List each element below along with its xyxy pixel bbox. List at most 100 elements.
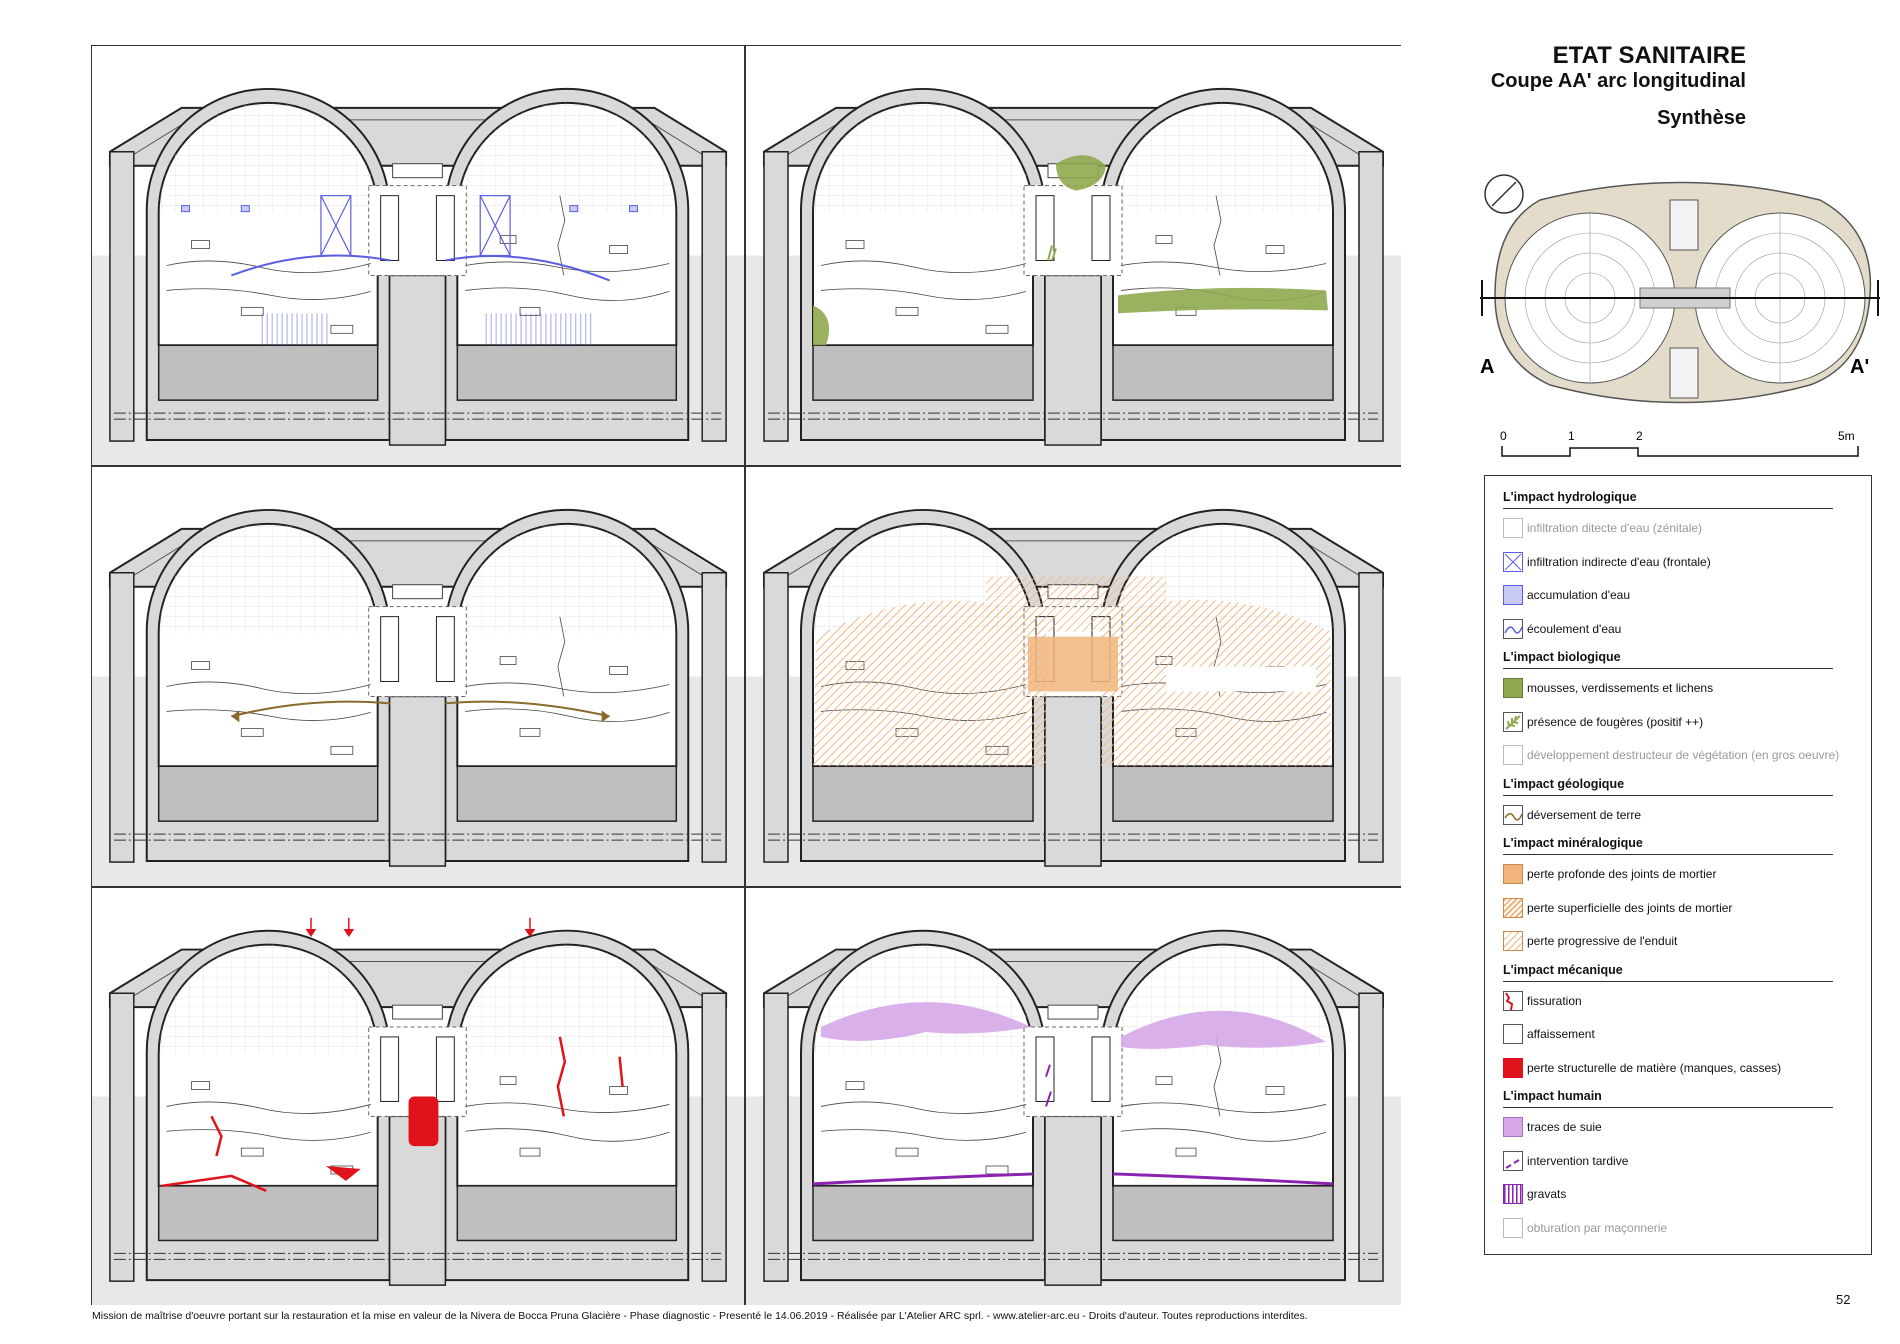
legend-swatch	[1503, 864, 1523, 884]
legend-item-label: perte superficielle des joints de mortie…	[1527, 900, 1733, 915]
grid-divider-h2	[92, 886, 1400, 888]
legend-item: mousses, verdissements et lichens	[1503, 676, 1713, 700]
legend-item: déversement de terre	[1503, 803, 1641, 827]
legend-item: intervention tardive	[1503, 1149, 1628, 1173]
legend-item: gravats	[1503, 1182, 1566, 1206]
section-panel-biology	[746, 46, 1401, 465]
legend-section-title: L'impact mécanique	[1503, 962, 1623, 977]
legend-item: écoulement d'eau	[1503, 617, 1621, 641]
section-panel-geology	[92, 467, 744, 886]
legend-item: accumulation d'eau	[1503, 583, 1630, 607]
cross-section-drawing-human	[746, 888, 1401, 1305]
legend-swatch	[1503, 1217, 1523, 1238]
scale-bar: 0 1 2 5m	[1490, 428, 1870, 468]
legend-item-label: perte profonde des joints de mortier	[1527, 867, 1717, 881]
overlay-biology	[813, 155, 1328, 346]
legend-swatch	[1503, 1117, 1523, 1137]
legend-item: infiltration ditecte d'eau (zénitale)	[1503, 516, 1702, 540]
legend-item: traces de suie	[1503, 1115, 1602, 1139]
legend-swatch	[1503, 618, 1523, 639]
grid-divider-vertical	[744, 46, 746, 1304]
page-subtitle: Coupe AA' arc longitudinal	[1490, 70, 1746, 92]
legend-swatch	[1503, 804, 1523, 825]
legend-item: infiltration indirecte d'eau (frontale)	[1503, 550, 1711, 574]
scale-tick-5m: 5m	[1838, 429, 1855, 443]
section-panel-mineralogy	[746, 467, 1401, 886]
legend-item-label: mousses, verdissements et lichens	[1527, 681, 1714, 695]
legend-swatch	[1503, 585, 1523, 605]
legend-swatch	[1503, 990, 1523, 1011]
legend-box: L'impact hydrologique infiltration ditect…	[1484, 475, 1872, 1255]
legend-swatch	[1503, 711, 1523, 732]
legend-swatch	[1503, 1057, 1523, 1078]
legend-swatch	[1503, 931, 1523, 951]
cross-section-drawing-geology	[92, 467, 744, 886]
legend-item-label: obturation par maçonnerie	[1527, 1220, 1668, 1235]
legend-swatch	[1503, 1184, 1523, 1204]
legend-item: affaissement	[1503, 1022, 1595, 1046]
legend-swatch	[1503, 897, 1523, 918]
legend-item-label: développement destructeur de végétation …	[1527, 748, 1840, 762]
legend-item-label: infiltration ditecte d'eau (zénitale)	[1527, 521, 1703, 535]
plan-label-a: A	[1480, 356, 1494, 378]
legend-section-rule	[1503, 854, 1833, 855]
legend-item: perte superficielle des joints de mortie…	[1503, 896, 1732, 920]
legend-item-label: déversement de terre	[1527, 807, 1642, 822]
overlay-hydrology	[181, 195, 638, 346]
legend-item-label: infiltration indirecte d'eau (frontale)	[1527, 554, 1711, 569]
north-arrow-icon	[1484, 174, 1524, 214]
legend-section-title: L'impact géologique	[1503, 776, 1625, 791]
legend-item-label: accumulation d'eau	[1527, 588, 1631, 602]
legend-item-label: gravats	[1527, 1187, 1567, 1201]
grid-divider-h1	[92, 465, 1400, 467]
section-panel-mechanics	[92, 888, 744, 1305]
legend-item: obturation par maçonnerie	[1503, 1216, 1667, 1240]
legend-item-label: écoulement d'eau	[1527, 621, 1622, 636]
footer-credits: Mission de maîtrise d'oeuvre portant sur…	[92, 1310, 1308, 1322]
legend-section-rule	[1503, 794, 1833, 796]
legend-swatch	[1503, 1024, 1523, 1044]
legend-item-label: perte structurelle de matière (manques, …	[1527, 1060, 1782, 1075]
legend-item: perte profonde des joints de mortier	[1503, 862, 1716, 886]
legend-swatch	[1503, 678, 1523, 698]
overlay-mechanics	[161, 917, 624, 1192]
legend-section-rule	[1503, 508, 1833, 509]
legend-item: perte progressive de l'enduit	[1503, 929, 1677, 953]
legend-item: perte structurelle de matière (manques, …	[1503, 1056, 1781, 1080]
scale-tick-2: 2	[1636, 429, 1643, 443]
legend-item-label: fissuration	[1527, 993, 1582, 1008]
legend-section-title: L'impact biologique	[1503, 650, 1621, 664]
legend-item-label: traces de suie	[1527, 1120, 1602, 1134]
section-panel-human	[746, 888, 1401, 1305]
legend-item: présence de fougères (positif ++)	[1503, 710, 1703, 734]
cross-section-drawing-mineralogy	[746, 467, 1401, 886]
legend-section-title: L'impact hydrologique	[1503, 490, 1637, 504]
legend-swatch	[1503, 1150, 1523, 1171]
page-subtitle-synthesis: Synthèse	[1657, 107, 1746, 129]
legend-section-rule	[1503, 980, 1833, 982]
legend-item-label: présence de fougères (positif ++)	[1527, 714, 1704, 729]
legend-item-label: intervention tardive	[1527, 1153, 1629, 1168]
legend-swatch	[1503, 551, 1523, 572]
page-title: ETAT SANITAIRE	[1552, 42, 1746, 69]
legend-section-rule	[1503, 1107, 1833, 1108]
legend-item: développement destructeur de végétation …	[1503, 743, 1839, 767]
plan-view: A A'	[1480, 170, 1880, 430]
legend-section-rule	[1503, 668, 1833, 669]
cross-section-drawing-mechanics	[92, 888, 744, 1305]
sections-grid	[91, 45, 1401, 1305]
section-panel-hydrology	[92, 46, 744, 465]
scale-tick-1: 1	[1568, 429, 1575, 443]
legend-swatch	[1503, 518, 1523, 538]
scale-tick-0: 0	[1500, 429, 1507, 443]
legend-item-label: perte progressive de l'enduit	[1527, 934, 1678, 948]
cross-section-drawing-biology	[746, 46, 1401, 465]
legend-swatch	[1503, 745, 1523, 765]
legend-section-title: L'impact minéralogique	[1503, 836, 1643, 850]
page-number: 52	[1836, 1292, 1851, 1307]
legend-item-label: affaissement	[1527, 1027, 1595, 1041]
overlay-mineralogy	[813, 576, 1331, 767]
overlay-geology	[231, 700, 610, 723]
cross-section-drawing-hydrology	[92, 46, 744, 465]
plan-label-a-prime: A'	[1850, 356, 1869, 378]
